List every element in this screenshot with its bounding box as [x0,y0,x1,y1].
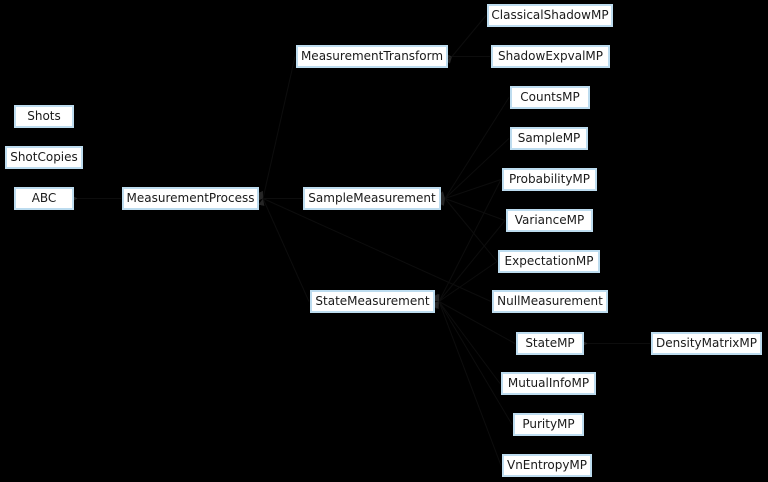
inheritance-edge [432,294,501,384]
class-node-probability-mp[interactable]: ProbabilityMP [502,168,597,191]
inheritance-edge [255,192,492,302]
class-node-mutual-info-mp[interactable]: MutualInfoMP [501,372,596,395]
inheritance-edge [431,295,516,344]
inheritance-edge [257,190,310,302]
class-node-sample-mp[interactable]: SampleMP [510,127,588,150]
class-node-state-measurement[interactable]: StateMeasurement [310,290,435,313]
inheritance-edge [437,193,506,221]
inheritance-edge [432,220,506,309]
class-node-counts-mp[interactable]: CountsMP [510,86,590,109]
class-node-abc[interactable]: ABC [14,187,74,210]
class-node-state-mp[interactable]: StateMP [516,332,584,355]
class-node-purity-mp[interactable]: PurityMP [513,413,584,436]
class-node-measurement-transform[interactable]: MeasurementTransform [296,45,448,68]
inheritance-edge [432,293,513,425]
inheritance-edge [433,179,502,310]
inheritance-edge [433,293,502,466]
inheritance-edge [438,97,510,207]
inheritance-edge [438,191,498,262]
class-node-classical-shadow-mp[interactable]: ClassicalShadowMP [487,4,613,27]
class-node-null-measurement[interactable]: NullMeasurement [492,290,608,313]
inheritance-edge [437,179,502,204]
class-node-measurement-process[interactable]: MeasurementProcess [122,187,259,210]
class-node-expectation-mp[interactable]: ExpectationMP [498,250,600,273]
class-node-shadow-expval-mp[interactable]: ShadowExpvalMP [491,45,610,68]
inheritance-edge [437,138,510,206]
class-node-shots[interactable]: Shots [14,105,74,128]
inheritance-edge [431,261,498,308]
class-node-vn-entropy-mp[interactable]: VnEntropyMP [502,454,592,477]
class-node-sample-measurement[interactable]: SampleMeasurement [303,187,441,210]
inheritance-edge [258,56,296,206]
class-node-shot-copies[interactable]: ShotCopies [5,146,83,169]
inheritance-edge [445,15,487,64]
class-node-density-matrix-mp[interactable]: DensityMatrixMP [651,332,762,355]
class-node-variance-mp[interactable]: VarianceMP [506,209,593,232]
